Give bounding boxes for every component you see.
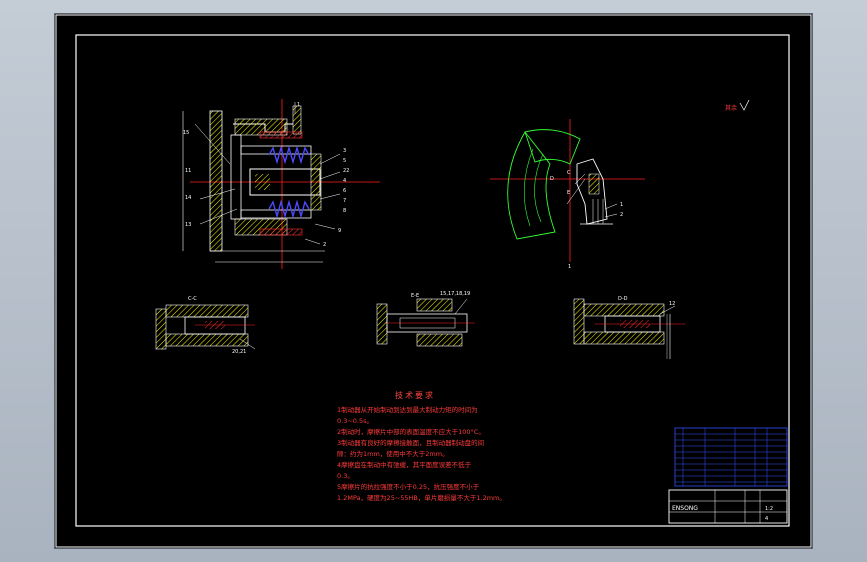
gear-part-2: 2 [620,212,623,218]
part-num-5: 5 [343,158,346,164]
section-cc-label: C-C [188,296,197,302]
company-name: ENSONG [672,505,698,512]
part-num-13: 13 [185,222,191,228]
inner-frame [75,34,790,527]
note-line-4: 3制动器有良好的摩擦接触面，且制动器制动盘的间 [337,439,485,447]
note-line-9: 1.2MPa，硬度为25~55HB，单片磨损量不大于1.2mm。 [337,494,506,502]
section-mark-e: E [567,190,570,196]
section-dd-view [573,298,685,359]
section-dd-label: D-D [618,296,628,302]
section-ee-view [376,298,475,347]
note-line-8: 5摩擦片的抗拉强度不小于0.25，抗压强度不小于 [337,483,480,491]
scale-value: 1:2 [765,506,773,512]
section-ee-label: E-E [411,293,419,299]
section-cc-parts: 20,21 [232,349,246,355]
part-num-14: 14 [185,195,191,201]
note-line-3: 2制动时，摩擦片中部的表面温度不应大于100°C。 [337,428,485,436]
notes-title: 技术要求 [395,391,435,400]
part-num-22: 22 [343,168,349,174]
note-line-6: 4摩擦盘在制动中有弛缓，其平面度误差不低于 [337,461,472,469]
note-line-2: 0.3~0.5s。 [337,417,374,425]
main-view-numbers: 15 11 14 13 3 5 22 4 6 7 8 9 2 1 [183,102,349,248]
section-mark-c: C [567,170,571,176]
parts-list-table [674,427,788,487]
part-num-15: 15 [183,130,189,136]
note-line-1: 1制动器从开始制动到达到最大制动力矩的时间为 [337,406,478,414]
cad-drawing: 15 11 14 13 3 5 22 4 6 7 8 9 2 1 [55,14,812,548]
part-num-8: 8 [343,208,346,214]
title-block: ENSONG 1:2 4 [668,489,788,524]
section-mark-d: D [550,176,554,182]
drawing-sheet: 15 11 14 13 3 5 22 4 6 7 8 9 2 1 [55,14,812,548]
part-num-4: 4 [343,178,346,184]
note-line-7: 0.3。 [337,472,354,480]
part-num-1: 1 [297,102,300,108]
section-cc-view [155,304,256,350]
roughness-symbol [739,99,750,111]
gear-view-letters: D C E 1 2 1 [550,170,623,270]
sheet-number: 4 [765,516,768,522]
section-dd-part: 12 [669,301,675,307]
outer-border [55,14,812,548]
part-num-3: 3 [343,148,346,154]
part-num-7: 7 [343,198,346,204]
rough-mark-text: 其余 [725,104,737,112]
gear-sector-view [490,119,645,262]
part-num-6: 6 [343,188,346,194]
part-num-11: 11 [185,168,191,174]
part-num-9: 9 [338,228,341,234]
gear-part-1: 1 [620,202,623,208]
note-line-5: 隙：约为1mm，使用中不大于2mm。 [337,450,449,458]
gear-part-1b: 1 [568,264,571,270]
part-num-2: 2 [323,242,326,248]
main-assembly-view [182,99,380,269]
section-ee-parts: 15,17,18,19 [440,291,470,297]
